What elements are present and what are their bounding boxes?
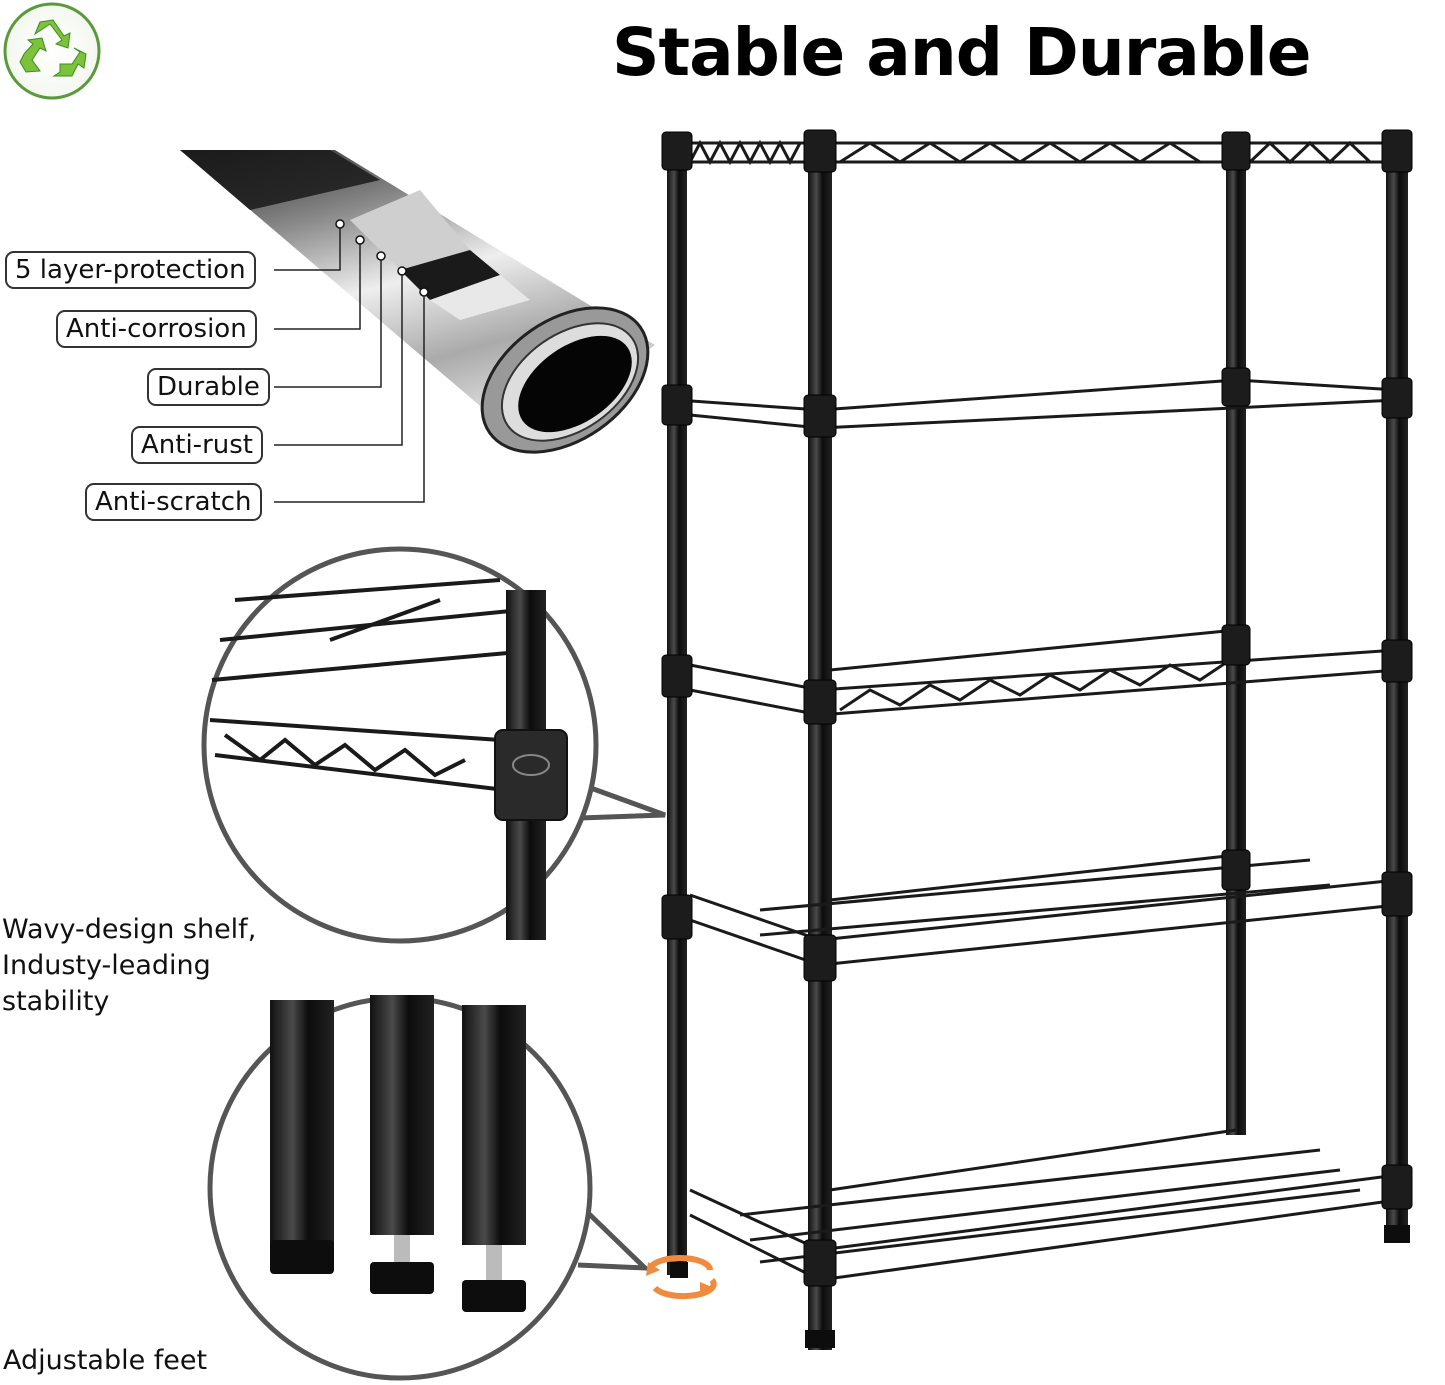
feet-caption: Adjustable feet — [3, 1345, 208, 1376]
callout-anti-corrosion: Anti-corrosion — [56, 310, 257, 348]
page-title: Stable and Durable — [612, 14, 1311, 91]
callout-anti-scratch: Anti-scratch — [85, 483, 262, 521]
wire-shelving-unit — [661, 129, 1413, 1350]
recycle-icon — [3, 2, 101, 100]
callout-anti-rust: Anti-rust — [131, 426, 263, 464]
callout-5-layer-protection: 5 layer-protection — [5, 251, 256, 289]
shelf-detail-magnifier — [201, 546, 666, 944]
shelf-caption-line-3: stability — [2, 986, 110, 1017]
tube-cross-section — [180, 150, 655, 503]
shelf-caption-line-1: Wavy-design shelf, — [2, 914, 257, 945]
feet-detail-magnifier — [207, 995, 652, 1381]
shelf-caption: Wavy-design shelf, Industy-leading stabi… — [2, 912, 256, 1020]
rotate-adjust-icon — [646, 1255, 717, 1300]
callout-durable: Durable — [147, 368, 270, 406]
shelf-caption-line-2: Industy-leading — [2, 950, 211, 981]
